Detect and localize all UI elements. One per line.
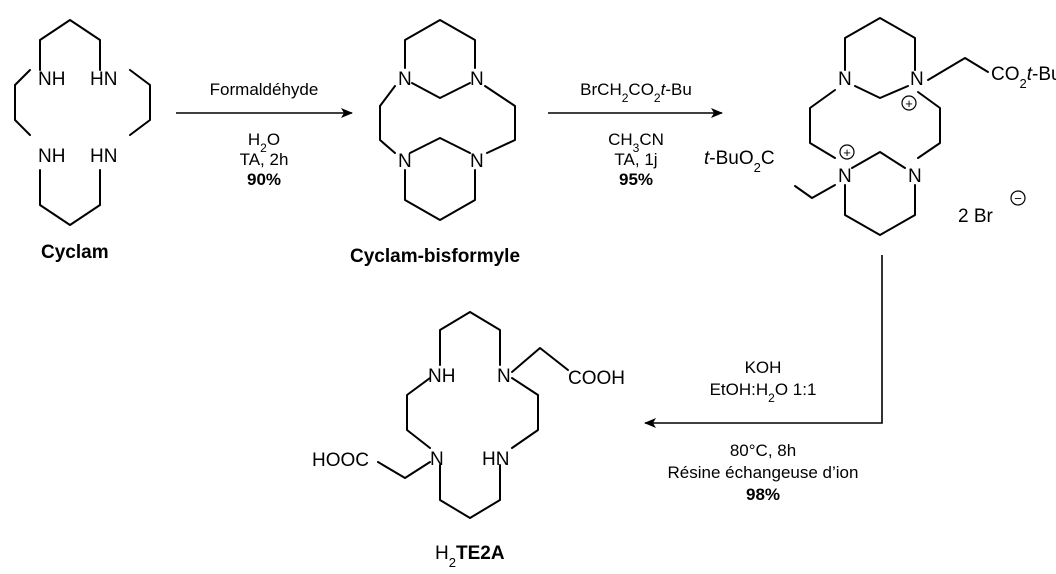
negative-charge-icon bbox=[1010, 190, 1026, 206]
ester-left-label: t-BuO2C bbox=[704, 148, 775, 175]
atom-hn-bottomright: HN bbox=[482, 449, 509, 470]
bond-top-methylene bbox=[411, 82, 471, 99]
counterion-charge: − bbox=[1014, 191, 1022, 206]
bond-bottom-chain bbox=[439, 464, 501, 519]
atom-nh-topleft: NH bbox=[38, 69, 65, 90]
bond-top-methylene bbox=[854, 85, 909, 99]
step-1-yield: 90% bbox=[247, 170, 281, 189]
atom-hn-topright: HN bbox=[90, 69, 117, 90]
step-2-time: TA, 1j bbox=[614, 150, 657, 169]
bond-bottom-methylene bbox=[409, 137, 471, 154]
bond-bottom-chain bbox=[39, 169, 101, 226]
step-3-solvent: EtOH:H2O 1:1 bbox=[710, 380, 817, 405]
step-3-resin: Résine échangeuse d’ion bbox=[668, 463, 859, 482]
atom-n-topleft: N bbox=[838, 69, 852, 90]
bond-right-bridge bbox=[511, 377, 539, 449]
charge-label: + bbox=[905, 96, 913, 111]
bond-left-bridge bbox=[14, 69, 31, 136]
atom-n-topleft: N bbox=[398, 69, 412, 90]
atom-n-bottomleft: N bbox=[430, 449, 444, 470]
reaction-arrow-3 bbox=[644, 255, 883, 428]
bond-top-chain bbox=[844, 17, 916, 71]
te2a-structure: NH N N HN COOH HOOC H2TE2A bbox=[312, 311, 625, 570]
positive-charge-icon bbox=[839, 144, 855, 160]
step-2-reagent: BrCH2CO2t-Bu bbox=[580, 80, 692, 105]
atom-n-topright: N bbox=[470, 69, 484, 90]
atom-n-topright: N bbox=[497, 366, 511, 387]
step-3-time: 80°C, 8h bbox=[730, 441, 796, 460]
bond-acid-right bbox=[511, 347, 569, 373]
ester-right-label: CO2t-Bu bbox=[991, 64, 1056, 91]
step-3-reagent: KOH bbox=[745, 358, 782, 377]
atom-n-bottomright: N bbox=[908, 166, 922, 187]
counterion-label: 2 Br bbox=[958, 206, 994, 227]
bond-left-bridge bbox=[379, 85, 396, 154]
bond-right-bridge bbox=[484, 85, 516, 154]
step-1-solvent: H2O bbox=[248, 130, 280, 155]
bond-bottom-chain bbox=[844, 184, 916, 236]
atom-nh-bottomleft: NH bbox=[38, 146, 65, 167]
intermediate-structure: N N N N + + CO2t-Bu t-BuO2C 2 Br − bbox=[704, 17, 1056, 236]
compound-name-te2a: H2TE2A bbox=[435, 543, 505, 570]
bond-left-bridge bbox=[406, 377, 431, 449]
acid-right-label: COOH bbox=[568, 368, 625, 389]
bond-right-bridge bbox=[917, 91, 941, 159]
step-3-yield: 98% bbox=[746, 485, 780, 504]
step-2-solvent: CH3CN bbox=[608, 130, 664, 155]
bond-acid-left bbox=[377, 461, 431, 479]
bond-ester-right bbox=[927, 57, 989, 81]
compound-name-cyclam: Cyclam bbox=[41, 242, 109, 263]
bond-bottom-methylene bbox=[851, 151, 906, 169]
bond-left-bridge bbox=[809, 89, 836, 159]
step-3-conditions: KOH EtOH:H2O 1:1 80°C, 8h Résine échange… bbox=[668, 358, 859, 504]
step-2-yield: 95% bbox=[619, 170, 653, 189]
atom-hn-bottomright: HN bbox=[90, 146, 117, 167]
bond-right-bridge bbox=[129, 69, 151, 136]
compound-name-bisformyl: Cyclam-bisformyle bbox=[350, 246, 520, 267]
acid-left-label: HOOC bbox=[312, 450, 369, 471]
atom-n-bottomleft: N bbox=[838, 166, 852, 187]
step-2-conditions: BrCH2CO2t-Bu CH3CN TA, 1j 95% bbox=[580, 80, 692, 189]
cyclam-structure: NH HN NH HN Cyclam bbox=[14, 19, 151, 263]
atom-n-bottomleft: N bbox=[398, 151, 412, 172]
step-1-conditions: Formaldéhyde H2O TA, 2h 90% bbox=[210, 80, 319, 189]
bond-top-chain bbox=[404, 19, 476, 69]
step-1-reagent: Formaldéhyde bbox=[210, 80, 319, 99]
atom-n-bottomright: N bbox=[470, 151, 484, 172]
bond-top-chain bbox=[39, 19, 101, 71]
bond-ester-left bbox=[794, 184, 836, 199]
atom-n-topright: N bbox=[910, 69, 924, 90]
bond-bottom-chain bbox=[404, 169, 476, 221]
bond-top-chain bbox=[439, 311, 501, 366]
charge-label: + bbox=[843, 145, 851, 160]
positive-charge-icon bbox=[901, 95, 917, 111]
step-1-time: TA, 2h bbox=[240, 150, 289, 169]
atom-nh-topleft: NH bbox=[428, 366, 455, 387]
bisformyl-structure: N N N N Cyclam-bisformyle bbox=[350, 19, 520, 267]
